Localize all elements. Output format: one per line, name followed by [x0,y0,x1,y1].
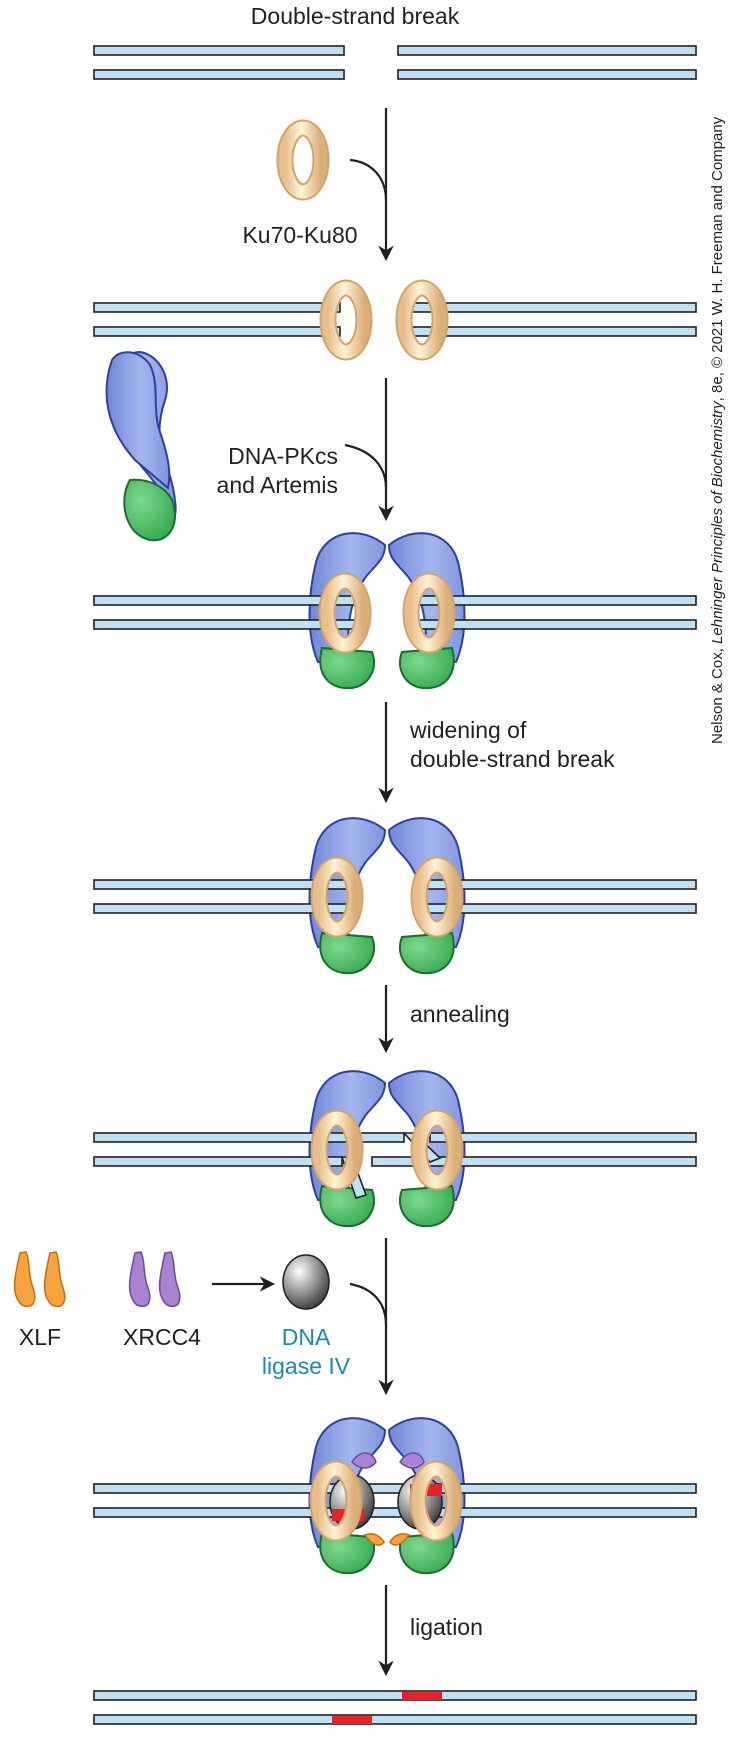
arrow-dnapk-binding [344,378,394,522]
ku-ring-left-icon [328,288,364,352]
dnapk-artemis-icon [105,350,177,542]
dna-stage-3 [93,532,697,690]
label-ligation: ligation [410,1614,483,1640]
dna-stage-7-repaired [93,1690,697,1725]
ku-ring-right-icon [404,288,440,352]
title-double-strand-break: Double-strand break [251,3,460,29]
label-xlf: XLF [19,1324,61,1350]
label-annealing: annealing [410,1001,510,1027]
dna-stage-6 [93,1417,697,1575]
copyright-credit: Nelson & Cox, Lehninger Principles of Bi… [709,116,726,744]
label-double-strand-break: double-strand break [410,746,615,772]
label-ligase-iv: ligase IV [262,1353,351,1379]
label-dnapkcs: DNA-PKcs [228,443,338,469]
label-xrcc4: XRCC4 [123,1324,201,1350]
dna-ligase-iv-icon [282,1254,330,1310]
xlf-icon [13,1251,66,1307]
xrcc4-icon [128,1251,181,1307]
dna-stage-2 [93,288,697,352]
arrow-ligase-binding [349,1238,394,1396]
label-widening-of: widening of [409,717,527,743]
ku-ring-icon [285,128,321,192]
label-ku70-ku80: Ku70-Ku80 [242,222,357,248]
dna-stage-4 [93,817,697,975]
label-and-artemis: and Artemis [217,472,338,498]
arrow-ku-binding [349,108,394,262]
dna-stage-5 [93,1070,697,1228]
label-dna: DNA [282,1324,331,1350]
dna-stage-1 [93,45,697,80]
